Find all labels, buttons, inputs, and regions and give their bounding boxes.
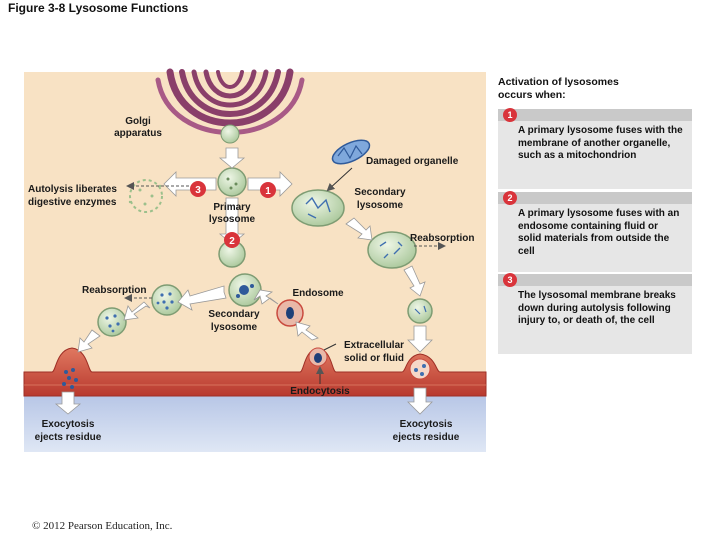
secondary-lysosome-left [151,284,183,316]
endocytosis-particle [308,347,328,367]
arrow-endocytosis-to-endosome [295,321,319,341]
step-1-number: 1 [503,108,517,122]
arrow-to-residual-right [403,265,426,297]
damaged-organelle [331,139,371,165]
svg-text:2: 2 [229,236,235,247]
marker-1: 1 [260,182,276,198]
autolysis-label-2: digestive enzymes [28,197,117,208]
extracellular-pointer [323,343,337,351]
damaged-organelle-label: Damaged organelle [366,156,459,167]
marker-3: 3 [190,181,206,197]
step-3: 3 The lysosomal membrane breaks down dur… [498,273,692,354]
arrow-to-reabsorption-left [177,285,227,311]
arrow-exocytosis-right-out [407,387,433,415]
figure-title: Figure 3-8 Lysosome Functions [8,1,189,15]
step-3-text: The lysosomal membrane breaks down durin… [518,290,676,326]
primary-lysosome-label-1: Primary [213,202,251,213]
step-1: 1 A primary lysosome fuses with the memb… [498,108,692,189]
golgi-vesicle [220,124,240,144]
exocytosis-residue-left [62,368,78,389]
extracellular-label-1: Extracellular [344,340,404,351]
endocytosis-label: Endocytosis [290,386,350,397]
secondary-lysosome-middle [228,273,262,307]
arrow-endosome-to-secondary [253,289,279,305]
panel-heading-line-2: occurs when: [498,89,566,101]
exocytosis-vesicle-right [409,358,431,380]
copyright: © 2012 Pearson Education, Inc. [32,520,173,532]
primary-lysosome-label-2: lysosome [209,214,256,225]
secondary-lysosome-reabsorbing [367,231,417,269]
golgi-label-2: apparatus [114,128,162,139]
step-2: 2 A primary lysosome fuses with an endos… [498,191,692,272]
autolysis-burst [129,179,163,213]
step-2-number: 2 [503,191,517,205]
step-2-text: A primary lysosome fuses with an endosom… [518,208,680,257]
step-1-text: A primary lysosome fuses with the membra… [518,125,683,161]
exocytosis-left-label-1: Exocytosis [42,419,95,430]
exocytosis-right-label-1: Exocytosis [400,419,453,430]
secondary-lysosome-right-label-1: Secondary [354,187,406,198]
step-3-number: 3 [503,273,517,287]
panel-heading-line-1: Activation of lysosomes [498,76,619,88]
residual-body-right [407,298,433,324]
residual-body-left [97,307,127,337]
autolysis-label-1: Autolysis liberates [28,184,117,195]
arrow-organelle-to-lysosome [326,167,353,192]
secondary-lysosome-right-label-2: lysosome [357,200,404,211]
reabsorption-left-label: Reabsorption [82,285,146,296]
primary-lysosome [217,167,247,197]
exocytosis-left-label-2: ejects residue [35,432,102,443]
exocytosis-right-label-2: ejects residue [393,432,460,443]
arrow-golgi-to-primary [218,147,246,169]
secondary-lysosome-mid-label-1: Secondary [208,309,260,320]
golgi-label-1: Golgi [125,116,151,127]
extracellular-label-2: solid or fluid [344,353,404,364]
extracellular-space [24,395,486,452]
arrow-to-exocytosis-right [407,325,433,353]
svg-text:3: 3 [195,185,201,196]
panel-heading: Activation of lysosomes occurs when: [498,76,619,102]
secondary-lysosome-right [291,189,345,227]
arrow-exocytosis-left-out [54,391,82,415]
reabsorption-right-label: Reabsorption [410,233,474,244]
arrow-to-exocytosis-left [77,329,101,353]
arrow-to-reabsorption [345,217,373,241]
arrow-to-residual-left [123,301,151,321]
svg-text:1: 1 [265,186,271,197]
endosome [276,299,304,327]
secondary-lysosome-mid-label-2: lysosome [211,322,258,333]
marker-2: 2 [224,232,240,248]
endosome-label: Endosome [292,288,344,299]
